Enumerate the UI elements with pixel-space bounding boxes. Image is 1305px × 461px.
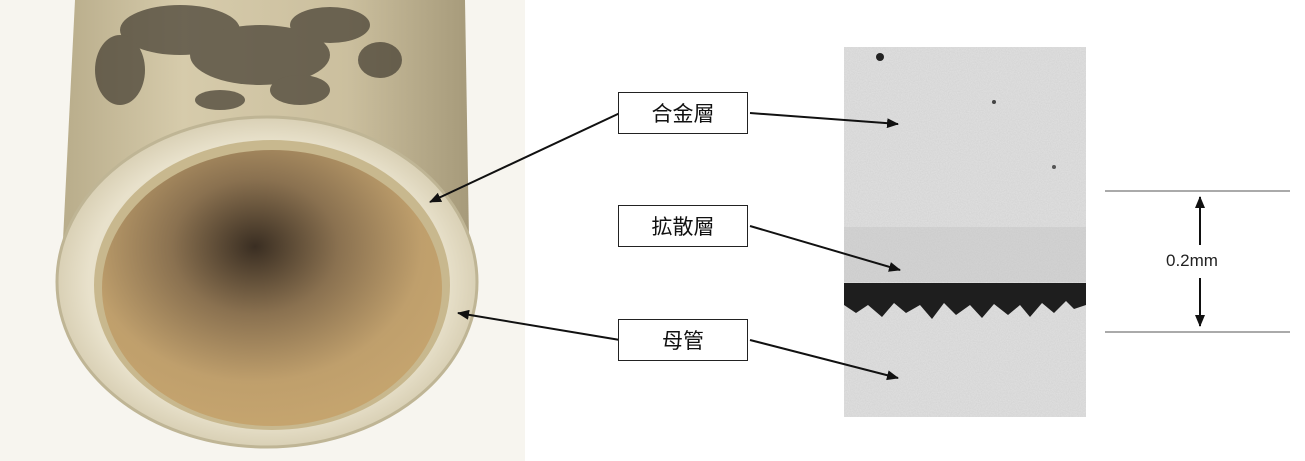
scale-value-text: 0.2mm <box>1166 251 1218 271</box>
arrow-diffusion-to-micrograph <box>750 226 900 270</box>
label-alloy-layer: 合金層 <box>618 92 748 134</box>
label-diffusion-layer: 拡散層 <box>618 205 748 247</box>
label-base-tube: 母管 <box>618 319 748 361</box>
arrow-alloy-to-micrograph <box>750 113 898 124</box>
arrow-alloy-to-pipe <box>430 113 620 202</box>
arrow-base-to-pipe <box>458 313 620 340</box>
arrow-base-to-micrograph <box>750 340 898 378</box>
